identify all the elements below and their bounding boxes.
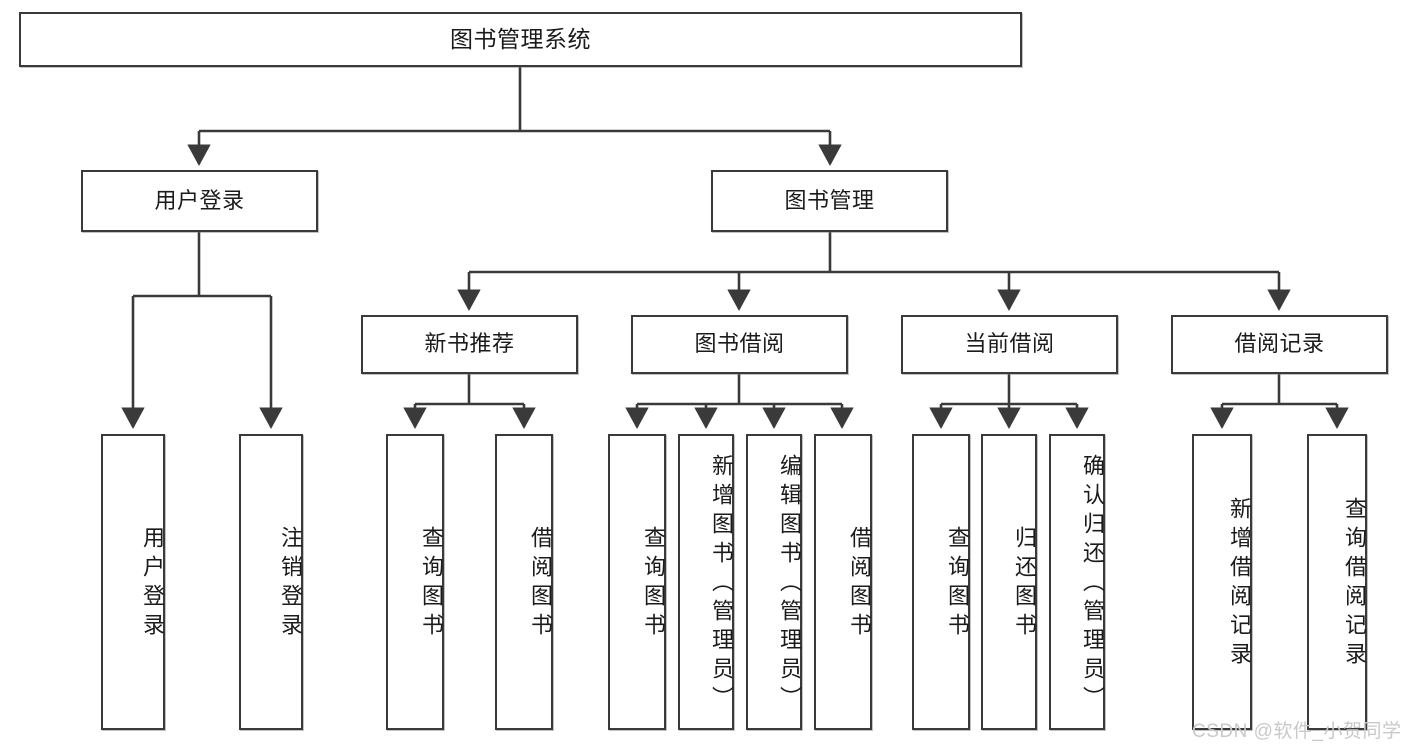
node-leaf-borrow-book-1[interactable]: 借阅图书 [495, 434, 553, 730]
node-leaf-query-book-1-label: 查询图书 [419, 526, 444, 642]
node-leaf-add-book[interactable]: 新增图书（管理员） [678, 434, 734, 730]
node-root-label: 图书管理系统 [450, 25, 591, 52]
node-leaf-logout-login[interactable]: 注销登录 [239, 434, 303, 730]
node-leaf-borrow-book-1-label: 借阅图书 [528, 526, 553, 642]
node-leaf-logout-login-label: 注销登录 [278, 526, 303, 642]
node-leaf-add-record[interactable]: 新增借阅记录 [1192, 434, 1252, 730]
node-leaf-query-book-2-label: 查询图书 [641, 526, 666, 642]
node-leaf-edit-book[interactable]: 编辑图书（管理员） [746, 434, 802, 730]
node-leaf-query-book-1[interactable]: 查询图书 [386, 434, 444, 730]
node-root[interactable]: 图书管理系统 [19, 12, 1022, 67]
node-new-book-recommend[interactable]: 新书推荐 [361, 315, 578, 374]
node-user-login[interactable]: 用户登录 [81, 170, 318, 232]
node-leaf-add-record-label: 新增借阅记录 [1227, 497, 1252, 671]
node-book-management-label: 图书管理 [784, 187, 875, 213]
node-book-borrow-label: 图书借阅 [694, 331, 785, 357]
node-leaf-query-book-3-label: 查询图书 [945, 526, 970, 642]
node-book-borrow[interactable]: 图书借阅 [631, 315, 848, 374]
node-borrow-record-label: 借阅记录 [1234, 331, 1325, 357]
node-leaf-add-book-label: 新增图书（管理员） [709, 453, 734, 715]
node-leaf-user-login-label: 用户登录 [140, 526, 165, 642]
node-leaf-user-login[interactable]: 用户登录 [101, 434, 165, 730]
node-leaf-edit-book-label: 编辑图书（管理员） [777, 453, 802, 715]
node-leaf-borrow-book-2[interactable]: 借阅图书 [814, 434, 872, 730]
csdn-watermark: CSDN @软件_小贺同学 [1192, 721, 1402, 742]
node-current-borrow-label: 当前借阅 [964, 331, 1055, 357]
node-leaf-return-book[interactable]: 归还图书 [981, 434, 1037, 730]
node-leaf-query-book-2[interactable]: 查询图书 [608, 434, 666, 730]
node-leaf-confirm-return[interactable]: 确认归还（管理员） [1049, 434, 1105, 730]
node-leaf-query-record[interactable]: 查询借阅记录 [1307, 434, 1367, 730]
node-current-borrow[interactable]: 当前借阅 [901, 315, 1118, 374]
node-leaf-borrow-book-2-label: 借阅图书 [847, 526, 872, 642]
node-leaf-return-book-label: 归还图书 [1012, 526, 1037, 642]
node-user-login-label: 用户登录 [154, 187, 245, 213]
node-borrow-record[interactable]: 借阅记录 [1171, 315, 1388, 374]
node-leaf-confirm-return-label: 确认归还（管理员） [1080, 453, 1105, 715]
node-book-management[interactable]: 图书管理 [711, 170, 948, 232]
node-leaf-query-record-label: 查询借阅记录 [1342, 497, 1367, 671]
node-new-book-recommend-label: 新书推荐 [424, 331, 515, 357]
node-leaf-query-book-3[interactable]: 查询图书 [912, 434, 970, 730]
